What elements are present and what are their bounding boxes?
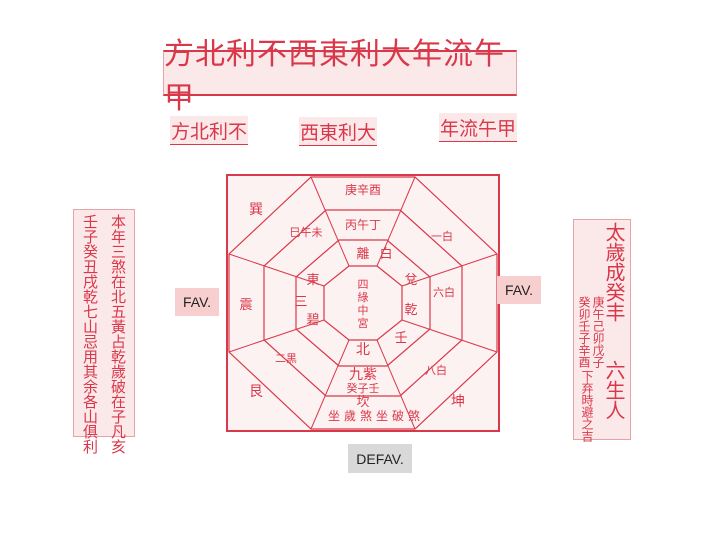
inner-label-east: 東 <box>306 272 319 288</box>
right-small-text-3: 下弃時避之吉 <box>580 370 594 442</box>
inner-label-san: 三 <box>294 295 307 310</box>
compass-svg: 四 綠 中 宮 北 九紫 壬 乾 兌 白 離 東 三 碧 坎 坤 巽 震 艮 六… <box>226 174 500 432</box>
outer-label-gen: 艮 <box>249 384 263 400</box>
inner-label-jiuzi: 九紫 <box>349 367 377 383</box>
right-big-text-1: 太歲成癸丰 <box>602 222 626 322</box>
bottom-label-5: 破 <box>392 408 404 423</box>
center-char-4: 宮 <box>358 316 369 330</box>
outer-label-zhen: 震 <box>239 298 252 313</box>
right-text-strip: 太歲成癸丰 癸卯壬子辛酉 庚午己卯戊子 六生人 下弃時避之吉 <box>573 219 631 442</box>
left-column-1: 本年三煞在北五黃占乾歲破在子凡亥 <box>109 214 127 454</box>
bottom-label-4: 坐 <box>376 409 388 423</box>
outer-label-yibai: 一白 <box>431 229 453 243</box>
left-text-strip: 本年三煞在北五黃占乾歲破在子凡亥 壬子癸丑戌乾七山忌用其余各山俱利 <box>73 209 135 454</box>
top-label-1: 庚辛酉 <box>345 182 381 197</box>
center-char-3: 中 <box>358 304 369 317</box>
top-label-3: 巳午未 <box>290 226 323 239</box>
bottom-label-1: 坐 <box>328 409 340 423</box>
octagon-mid <box>263 209 463 397</box>
subtitle-1: 方北利不 <box>170 116 248 145</box>
inner-label-north: 北 <box>356 342 370 358</box>
bottom-label-2: 歲 <box>344 409 356 423</box>
bottom-label-3: 煞 <box>360 409 372 423</box>
radial-lines <box>228 176 498 430</box>
right-small-text-2: 庚午己卯戊子 <box>591 296 605 368</box>
outer-label-xun: 巽 <box>249 202 263 218</box>
top-label-2: 丙午丁 <box>345 218 381 232</box>
outer-label-babai: 八白 <box>425 363 447 377</box>
bottom-label-7: 癸子壬 <box>347 381 380 395</box>
center-char-1: 四 <box>358 278 369 291</box>
left-column-2: 壬子癸丑戌乾七山忌用其余各山俱利 <box>81 214 99 454</box>
outer-label-liubai: 六白 <box>433 285 455 299</box>
bottom-label-6: 煞 <box>408 409 420 423</box>
inner-label-li: 離 <box>356 247 369 262</box>
right-small-text-1: 癸卯壬子辛酉 <box>577 296 591 368</box>
outer-label-erhei: 二黑 <box>275 352 297 365</box>
fav-button-right[interactable]: FAV. <box>497 276 541 304</box>
center-char-2: 綠 <box>358 291 369 304</box>
inner-label-dui: 兌 <box>404 273 417 288</box>
subtitle-2: 西東利大 <box>299 117 377 146</box>
fav-button-left[interactable]: FAV. <box>175 288 219 316</box>
inner-label-bai: 白 <box>379 246 392 262</box>
right-big-text-2: 六生人 <box>602 360 626 420</box>
inner-label-qian: 乾 <box>404 303 417 318</box>
inner-label-bi: 碧 <box>306 313 319 328</box>
octagon-inner <box>295 239 431 367</box>
subtitle-3: 年流午甲 <box>439 113 517 142</box>
inner-label-ren: 壬 <box>394 331 407 346</box>
outer-label-kan: 坎 <box>356 395 369 410</box>
outer-label-kun: 坤 <box>451 394 465 410</box>
title-banner: 方北利不西東利大年流午甲 <box>163 37 517 116</box>
compass-chart: 四 綠 中 宮 北 九紫 壬 乾 兌 白 離 東 三 碧 坎 坤 巽 震 艮 六… <box>226 174 500 432</box>
defav-button[interactable]: DEFAV. <box>348 444 412 473</box>
